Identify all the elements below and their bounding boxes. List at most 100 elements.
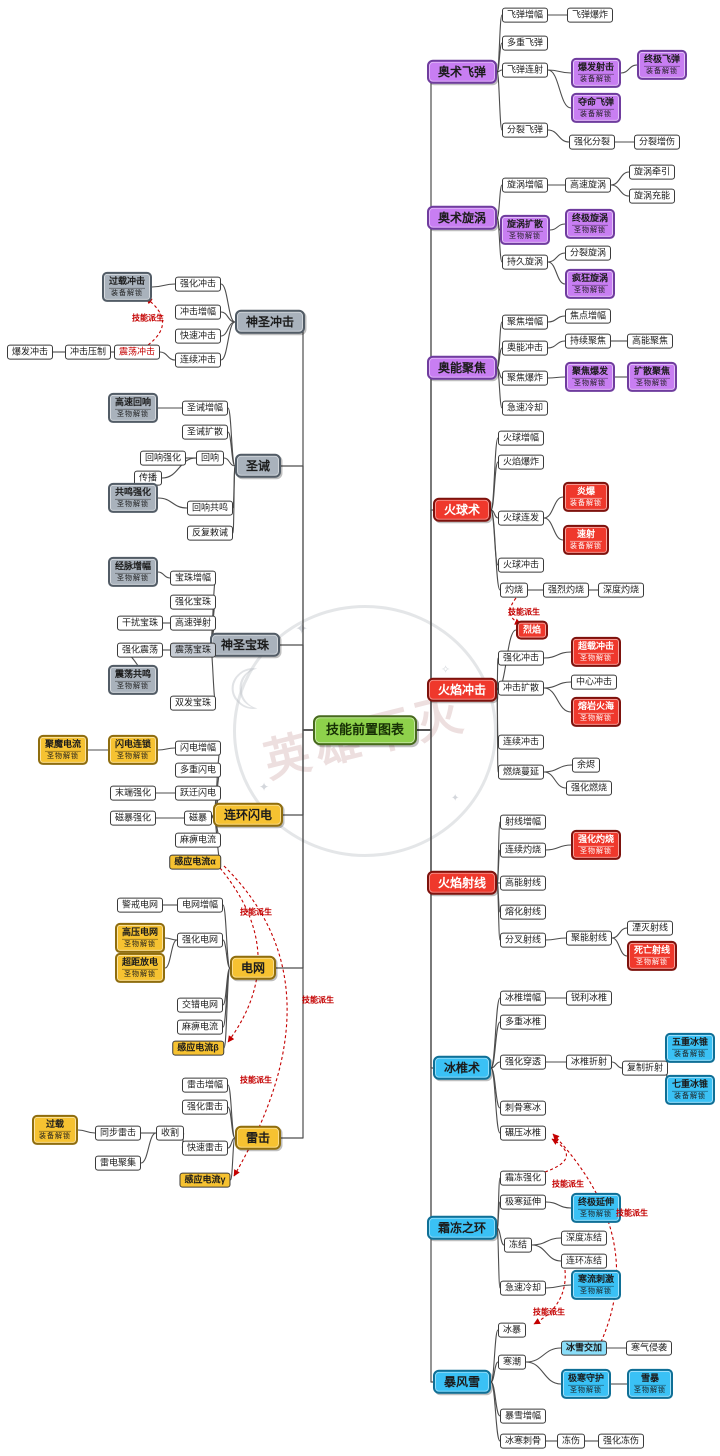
skill-node-hc2[interactable]: 强化冲击 xyxy=(497,650,545,666)
skill-node-bx9[interactable]: 冻伤 xyxy=(556,1433,586,1449)
branch-node-b_anjj[interactable]: 奥能聚焦 xyxy=(426,355,498,381)
skill-node-bx2[interactable]: 寒潮 xyxy=(497,1354,527,1370)
skill-node-sd9[interactable]: 末端强化 xyxy=(109,785,157,801)
skill-node-fd5[interactable]: 爆发射击装备解锁 xyxy=(570,57,622,89)
skill-node-bx3[interactable]: 冰雪交加 xyxy=(560,1340,608,1356)
branch-node-b_bzs[interactable]: 冰椎术 xyxy=(432,1055,492,1081)
branch-node-b_hysx[interactable]: 火焰射线 xyxy=(426,870,498,896)
skill-node-jj7[interactable]: 聚焦爆发圣物解锁 xyxy=(564,361,616,393)
skill-node-sh6[interactable]: 连环冻结 xyxy=(560,1253,608,1269)
skill-node-sh4[interactable]: 冻结 xyxy=(503,1237,533,1253)
skill-node-jj9[interactable]: 急速冷却 xyxy=(501,400,549,416)
branch-node-b_hycj[interactable]: 火焰冲击 xyxy=(426,677,498,703)
skill-node-sj7[interactable]: 回响强化 xyxy=(139,450,187,466)
skill-node-sx2[interactable]: 连续灼烧 xyxy=(499,842,547,858)
skill-node-ssj1[interactable]: 强化冲击 xyxy=(174,276,222,292)
skill-node-bzh6[interactable]: 复制折射 xyxy=(621,1060,669,1076)
skill-node-xw6[interactable]: 终极旋涡圣物解锁 xyxy=(564,208,616,240)
skill-node-bx6[interactable]: 雪暴圣物解锁 xyxy=(627,1368,673,1400)
branch-node-b_asfd[interactable]: 奥术飞弹 xyxy=(426,59,498,85)
skill-node-xw4[interactable]: 旋涡充能 xyxy=(628,188,676,204)
skill-node-lj4[interactable]: 感应电流γ xyxy=(179,1172,231,1188)
skill-node-jj6[interactable]: 聚焦爆炸 xyxy=(501,370,549,386)
skill-node-hq8[interactable]: 强烈灼烧 xyxy=(542,582,590,598)
skill-node-sd3[interactable]: 跃迁闪电 xyxy=(174,785,222,801)
skill-node-xw3[interactable]: 旋涡牵引 xyxy=(628,164,676,180)
skill-node-bx4[interactable]: 寒气侵袭 xyxy=(625,1340,673,1356)
skill-node-bz6[interactable]: 经脉增幅圣物解锁 xyxy=(107,556,159,588)
branch-node-b_sj[interactable]: 圣诫 xyxy=(234,453,282,479)
branch-node-b_asxw[interactable]: 奥术旋涡 xyxy=(426,205,498,231)
skill-node-hc6[interactable]: 熔岩火海圣物解锁 xyxy=(570,696,622,728)
skill-node-hq7[interactable]: 灼烧 xyxy=(499,582,529,598)
skill-node-bz5[interactable]: 双发宝珠 xyxy=(169,695,217,711)
skill-node-ssj3[interactable]: 快速冲击 xyxy=(174,328,222,344)
branch-node-b_sdzh[interactable]: 霜冻之环 xyxy=(426,1215,498,1241)
skill-node-sj1[interactable]: 圣诫增幅 xyxy=(181,400,229,416)
skill-node-hq6[interactable]: 火球冲击 xyxy=(497,557,545,573)
skill-node-bz8[interactable]: 强化震荡 xyxy=(116,642,164,658)
branch-node-b_dw[interactable]: 电网 xyxy=(229,955,277,981)
skill-node-xw7[interactable]: 持久旋涡 xyxy=(501,254,549,270)
skill-node-bz9[interactable]: 震荡共鸣圣物解锁 xyxy=(107,664,159,696)
skill-node-bz4[interactable]: 震荡宝珠 xyxy=(169,642,217,658)
skill-node-sh1[interactable]: 霜冻强化 xyxy=(499,1170,547,1186)
skill-node-ssj5[interactable]: 过载冲击装备解锁 xyxy=(101,271,153,303)
skill-node-hc3[interactable]: 超载冲击圣物解锁 xyxy=(570,636,622,668)
skill-node-sd2[interactable]: 多重闪电 xyxy=(174,762,222,778)
skill-node-hq3[interactable]: 火球连发 xyxy=(497,510,545,526)
skill-node-dw7[interactable]: 高压电网圣物解锁 xyxy=(114,922,166,954)
skill-node-fd7[interactable]: 夺命飞弹装备解锁 xyxy=(570,92,622,124)
skill-node-bz3[interactable]: 高速弹射 xyxy=(169,615,217,631)
skill-node-bzh1[interactable]: 冰椎增幅 xyxy=(499,990,547,1006)
skill-node-bzh2[interactable]: 锐利冰椎 xyxy=(565,990,613,1006)
skill-node-sd6[interactable]: 感应电流α xyxy=(169,854,221,870)
skill-node-sh2[interactable]: 极寒延伸 xyxy=(499,1194,547,1210)
skill-node-xw9[interactable]: 疯狂旋涡圣物解锁 xyxy=(564,268,616,300)
skill-node-hq5[interactable]: 速射装备解锁 xyxy=(563,524,609,556)
skill-node-fd10[interactable]: 分裂增伤 xyxy=(633,134,681,150)
skill-node-ssj8[interactable]: 爆发冲击 xyxy=(6,344,54,360)
skill-node-sd10[interactable]: 磁暴强化 xyxy=(109,810,157,826)
skill-node-lj3[interactable]: 快速雷击 xyxy=(181,1140,229,1156)
skill-node-fd2[interactable]: 飞弹爆炸 xyxy=(566,7,614,23)
skill-node-sx9[interactable]: 死亡射线圣物解锁 xyxy=(626,940,678,972)
skill-node-fd3[interactable]: 多重飞弹 xyxy=(501,35,549,51)
root-node[interactable]: 技能前置图表 xyxy=(312,715,418,745)
skill-node-sj3[interactable]: 回响 xyxy=(195,450,225,466)
skill-node-sd8[interactable]: 聚魔电流圣物解锁 xyxy=(37,734,89,766)
branch-node-b_lj[interactable]: 雷击 xyxy=(234,1125,282,1151)
skill-node-sd1[interactable]: 闪电增幅 xyxy=(174,740,222,756)
skill-node-dw6[interactable]: 警戒电网 xyxy=(116,897,164,913)
skill-node-hq4[interactable]: 炎爆装备解锁 xyxy=(563,481,609,513)
skill-node-sx5[interactable]: 熔化射线 xyxy=(499,904,547,920)
skill-node-bx8[interactable]: 冰寒刺骨 xyxy=(499,1433,547,1449)
skill-node-bzh5[interactable]: 冰椎折射 xyxy=(565,1054,613,1070)
skill-node-bx10[interactable]: 强化冻伤 xyxy=(597,1433,645,1449)
skill-node-ssj4[interactable]: 连续冲击 xyxy=(174,352,222,368)
skill-node-bx7[interactable]: 暴雪增幅 xyxy=(499,1408,547,1424)
skill-node-lj5[interactable]: 收割 xyxy=(155,1125,185,1141)
skill-node-sx1[interactable]: 射线增幅 xyxy=(499,814,547,830)
skill-node-sd7[interactable]: 闪电连锁圣物解锁 xyxy=(107,734,159,766)
skill-node-dw4[interactable]: 麻痹电流 xyxy=(176,1019,224,1035)
skill-node-lj1[interactable]: 雷击增幅 xyxy=(181,1077,229,1093)
skill-node-hc7[interactable]: 连续冲击 xyxy=(497,734,545,750)
skill-node-bzh4[interactable]: 强化穿透 xyxy=(499,1054,547,1070)
skill-node-jj8[interactable]: 扩散聚焦圣物解锁 xyxy=(626,361,678,393)
skill-node-sx7[interactable]: 聚能射线 xyxy=(565,930,613,946)
branch-node-b_hqs[interactable]: 火球术 xyxy=(432,497,492,523)
skill-node-sd4[interactable]: 磁暴 xyxy=(183,810,213,826)
skill-node-sh5[interactable]: 深度冻结 xyxy=(560,1230,608,1246)
skill-node-ssj7[interactable]: 冲击压制 xyxy=(64,344,112,360)
skill-node-hc4[interactable]: 冲击扩散 xyxy=(497,680,545,696)
skill-node-xw8[interactable]: 分裂旋涡 xyxy=(564,245,612,261)
skill-node-sj5[interactable]: 反复敕诫 xyxy=(186,525,234,541)
skill-node-hc9[interactable]: 余烬 xyxy=(571,757,601,773)
skill-node-dw3[interactable]: 交错电网 xyxy=(176,997,224,1013)
skill-node-sj4[interactable]: 回响共鸣 xyxy=(186,500,234,516)
skill-node-fd8[interactable]: 分裂飞弹 xyxy=(501,122,549,138)
skill-node-bzh3[interactable]: 多重冰椎 xyxy=(499,1014,547,1030)
skill-node-lj7[interactable]: 过载装备解锁 xyxy=(32,1114,78,1146)
skill-node-lj6[interactable]: 同步雷击 xyxy=(94,1125,142,1141)
